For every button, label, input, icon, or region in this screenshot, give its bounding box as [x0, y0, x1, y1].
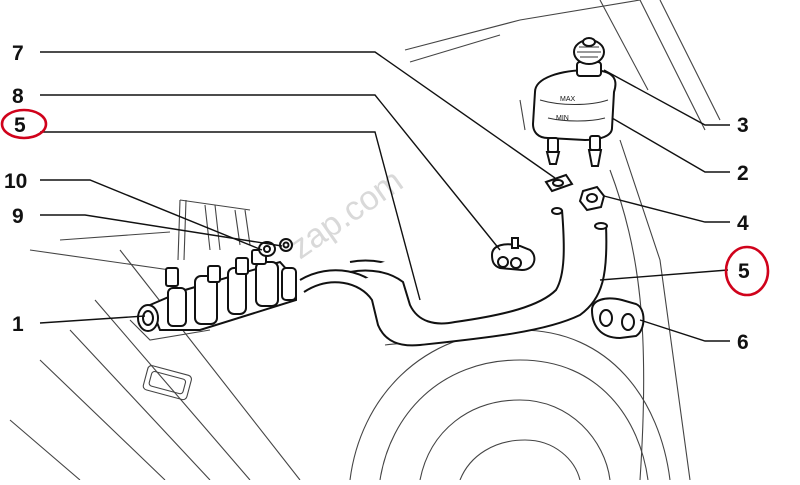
watermark: zap.com — [283, 162, 410, 267]
reservoir-max-mark: MAX — [560, 96, 576, 103]
reservoir-min-mark: MIN — [556, 115, 569, 122]
car-body-outline — [9, 0, 721, 481]
highlights — [0, 108, 770, 297]
union-nut — [578, 185, 606, 212]
callout-8: 8 — [12, 85, 24, 108]
callout-5-left: 5 — [14, 114, 26, 137]
callout-7: 7 — [12, 42, 24, 65]
master-cylinder — [137, 249, 297, 332]
callout-9: 9 — [12, 205, 24, 228]
fluid-reservoir: MAX MIN — [531, 68, 617, 167]
callout-3: 3 — [737, 114, 749, 137]
highlight-circle-left — [0, 108, 48, 140]
callout-4: 4 — [737, 212, 749, 235]
callout-5-right: 5 — [738, 260, 750, 283]
fitting-nut — [258, 238, 293, 257]
rubber-grommet — [590, 297, 645, 340]
hose-clip — [544, 173, 574, 193]
callout-2: 2 — [737, 162, 749, 185]
reservoir-cap — [573, 37, 605, 77]
callout-6: 6 — [737, 331, 749, 354]
highlight-circle-right — [724, 245, 770, 297]
callout-1: 1 — [12, 313, 24, 336]
hose-bracket — [490, 237, 536, 272]
leader-lines — [39, 51, 730, 342]
callouts: 7 8 5 10 9 1 3 2 4 5 6 — [4, 42, 750, 354]
callout-10: 10 — [4, 170, 27, 193]
